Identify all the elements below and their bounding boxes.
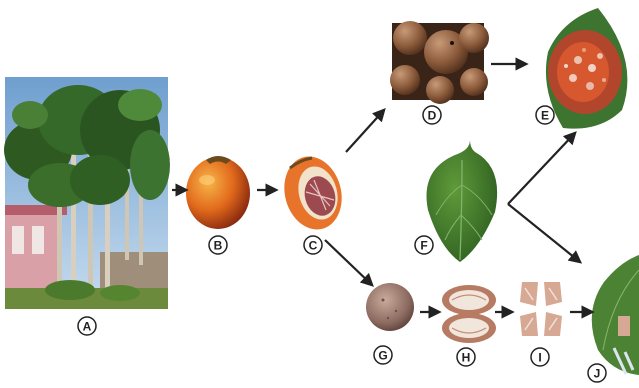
svg-text:H: H bbox=[462, 351, 471, 365]
svg-text:F: F bbox=[420, 239, 427, 253]
panel-a-palm-tree-photo bbox=[4, 77, 170, 309]
label-g: G bbox=[374, 346, 392, 364]
arrow-c-to-d bbox=[346, 110, 384, 152]
panel-e-leaf-with-nut-mixture bbox=[546, 8, 627, 129]
label-j: J bbox=[588, 364, 606, 382]
panel-g-single-nut bbox=[366, 283, 414, 331]
svg-text:G: G bbox=[378, 349, 387, 363]
label-e: E bbox=[536, 106, 554, 124]
svg-text:D: D bbox=[428, 109, 437, 123]
label-a: A bbox=[78, 317, 96, 335]
panel-c-halved-fruit bbox=[276, 150, 349, 236]
label-b: B bbox=[209, 236, 227, 254]
panel-f-betel-leaf bbox=[427, 140, 498, 262]
panel-h-split-nut bbox=[442, 285, 496, 343]
label-i: I bbox=[531, 348, 549, 366]
panel-j-leaf-with-nut-piece bbox=[592, 255, 639, 375]
label-h: H bbox=[457, 348, 475, 366]
arrow-f-to-j bbox=[508, 204, 580, 262]
svg-text:E: E bbox=[541, 109, 549, 123]
svg-text:I: I bbox=[538, 351, 541, 365]
panel-d-dried-nuts-photo bbox=[390, 21, 489, 104]
arrow-c-to-g bbox=[325, 240, 372, 285]
label-c: C bbox=[304, 236, 322, 254]
label-d: D bbox=[423, 106, 441, 124]
panel-b-whole-fruit bbox=[186, 156, 250, 229]
panel-i-nut-pieces bbox=[520, 282, 562, 336]
svg-text:C: C bbox=[309, 239, 318, 253]
label-f: F bbox=[415, 236, 433, 254]
arrow-f-to-e bbox=[508, 133, 575, 204]
svg-text:A: A bbox=[83, 320, 92, 334]
svg-text:B: B bbox=[214, 239, 223, 253]
svg-text:J: J bbox=[594, 367, 601, 381]
